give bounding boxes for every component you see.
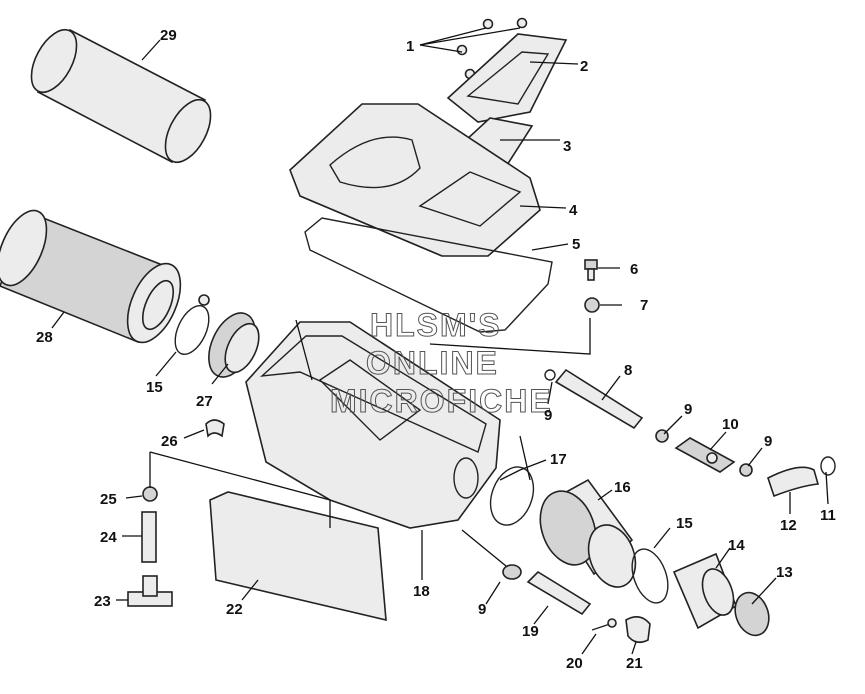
part-8-tube — [554, 368, 644, 430]
part-9-clamp-d — [502, 564, 522, 580]
callout-15-right: 15 — [676, 515, 693, 532]
callout-20: 20 — [566, 655, 583, 672]
callout-23: 23 — [94, 593, 111, 610]
part-22-panel — [209, 491, 387, 622]
part-14-boot — [672, 552, 737, 630]
watermark: HLSM'S ONLINE MICROFICHE — [330, 307, 553, 420]
part-12-hose — [767, 466, 820, 498]
watermark-line-3: MICROFICHE — [330, 383, 553, 419]
callout-6: 6 — [630, 261, 638, 278]
part-9-clamp-c — [739, 463, 753, 477]
callout-3: 3 — [563, 138, 571, 155]
part-7-nut — [584, 297, 600, 313]
callout-11: 11 — [820, 507, 836, 524]
part-4-airbox-lid — [289, 103, 541, 257]
part-15-clamp-left — [174, 305, 210, 355]
part-17-seal-ring — [489, 466, 535, 526]
callout-9-b: 9 — [684, 401, 692, 418]
callout-4: 4 — [569, 202, 578, 219]
callout-9-c: 9 — [764, 433, 772, 450]
part-27-ring-nut — [208, 312, 260, 378]
callout-14: 14 — [728, 537, 745, 554]
part-11-clamp — [820, 456, 836, 476]
callout-25: 25 — [100, 491, 117, 508]
part-26-clip — [205, 419, 225, 438]
callout-9-d: 9 — [478, 601, 486, 618]
clamp-screw-icon — [198, 294, 210, 306]
callout-12: 12 — [780, 517, 797, 534]
callout-21: 21 — [626, 655, 643, 672]
part-29-filter-sleeve — [30, 28, 212, 164]
part-23-tee-fitting — [127, 575, 173, 607]
callout-9-a: 9 — [544, 407, 552, 424]
part-10-valve — [674, 437, 736, 473]
callout-8: 8 — [624, 362, 632, 379]
callout-1: 1 — [406, 38, 414, 55]
callout-2: 2 — [580, 58, 588, 75]
callout-numbers: 1 2 3 4 5 6 7 8 9 9 9 9 10 11 12 13 14 1… — [36, 27, 836, 672]
watermark-line-1: HLSM'S — [370, 307, 502, 343]
callout-19: 19 — [522, 623, 539, 640]
callout-5: 5 — [572, 236, 580, 253]
part-25-clamp — [142, 486, 158, 502]
part-16-intake-duct — [539, 478, 637, 588]
part-18-airbox-housing — [245, 321, 501, 529]
part-13-band-clamp — [734, 591, 770, 637]
part-21-bracket — [625, 616, 651, 644]
callout-13: 13 — [776, 564, 793, 581]
part-6-bolt — [584, 259, 598, 281]
part-19-drain-tube — [526, 570, 592, 616]
part-5-lid-seal — [304, 217, 553, 333]
callout-15-left: 15 — [146, 379, 163, 396]
part-28-air-filter — [0, 209, 182, 344]
part-15-clamp-right — [631, 548, 669, 604]
callout-26: 26 — [161, 433, 178, 450]
callout-24: 24 — [100, 529, 117, 546]
callout-27: 27 — [196, 393, 213, 410]
callout-16: 16 — [614, 479, 631, 496]
callout-18: 18 — [413, 583, 430, 600]
callout-28: 28 — [36, 329, 53, 346]
callout-17: 17 — [550, 451, 567, 468]
leader-lines — [51, 27, 829, 655]
callout-7: 7 — [640, 297, 648, 314]
part-24-tube — [141, 511, 157, 563]
callout-22: 22 — [226, 601, 243, 618]
callout-10: 10 — [722, 416, 739, 433]
part-20-screw — [591, 618, 617, 631]
part-9-clamp-a — [544, 369, 556, 381]
watermark-line-2: ONLINE — [366, 345, 499, 381]
callout-29: 29 — [160, 27, 177, 44]
part-2-cover-plate — [446, 33, 568, 123]
